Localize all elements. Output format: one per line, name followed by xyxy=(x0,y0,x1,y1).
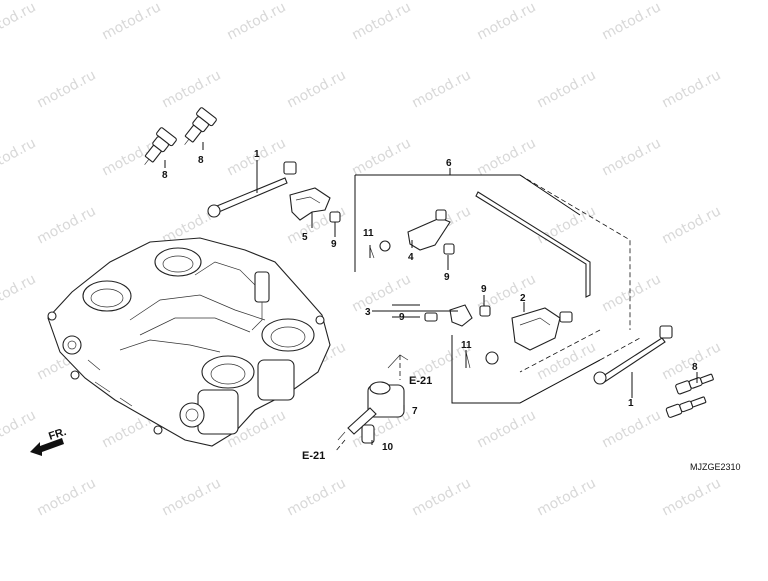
watermark-text: motod.ru xyxy=(659,475,723,519)
callout-1-lower: 1 xyxy=(628,398,634,409)
watermark-text: motod.ru xyxy=(349,271,413,315)
watermark-text: motod.ru xyxy=(0,0,39,44)
watermark-text: motod.ru xyxy=(599,135,663,179)
injector-pair-top xyxy=(144,107,217,168)
callout-4: 4 xyxy=(408,252,414,263)
watermark-text: motod.ru xyxy=(534,67,598,111)
sensor-bracket-2 xyxy=(372,295,573,351)
throttle-body-assembly xyxy=(47,237,331,447)
callout-8-b: 8 xyxy=(198,155,204,166)
watermark-text: motod.ru xyxy=(349,0,413,44)
watermark-text: motod.ru xyxy=(474,135,538,179)
watermark-text: motod.ru xyxy=(534,475,598,519)
callout-9-b: 9 xyxy=(444,272,450,283)
front-direction-indicator: FR. xyxy=(30,426,68,456)
watermark-text: motod.ru xyxy=(534,339,598,383)
watermark-text: motod.ru xyxy=(659,67,723,111)
watermark-text: motod.ru xyxy=(34,475,98,519)
lower-sub-assembly xyxy=(451,335,641,404)
bracket-5 xyxy=(289,187,341,237)
watermark-text: motod.ru xyxy=(159,475,223,519)
bolt-upper xyxy=(207,160,297,218)
callout-labels: 1 1 2 3 4 5 6 7 8 8 8 9 9 9 9 10 11 11 E… xyxy=(162,149,741,472)
reference-e21-upper: E-21 xyxy=(409,375,432,387)
reference-e21-lower: E-21 xyxy=(302,450,325,462)
front-arrow-icon xyxy=(30,438,64,456)
watermark-text: motod.ru xyxy=(349,135,413,179)
callout-6: 6 xyxy=(446,158,452,169)
watermark-text: motod.ru xyxy=(159,67,223,111)
callout-7: 7 xyxy=(412,406,418,417)
pressure-regulator xyxy=(337,354,409,445)
watermark-text: motod.ru xyxy=(474,0,538,44)
watermark-text: motod.ru xyxy=(224,0,288,44)
callout-9-d: 9 xyxy=(399,312,405,323)
fuel-rail-assembly-6 xyxy=(354,168,631,373)
callout-3: 3 xyxy=(365,307,371,318)
watermark-text: motod.ru xyxy=(284,475,348,519)
watermark-text: motod.ru xyxy=(0,407,39,451)
callout-8-a: 8 xyxy=(162,170,168,181)
callout-2: 2 xyxy=(520,293,526,304)
reference-leaders xyxy=(334,355,401,453)
bolt-lower xyxy=(593,325,673,398)
callout-10: 10 xyxy=(382,442,394,453)
direction-label: FR. xyxy=(47,426,68,443)
callout-5: 5 xyxy=(302,232,308,243)
callout-9-c: 9 xyxy=(481,284,487,295)
watermark-text: motod.ru xyxy=(34,203,98,247)
watermark-text: motod.ru xyxy=(409,67,473,111)
watermark-text: motod.ru xyxy=(534,203,598,247)
callout-9-a: 9 xyxy=(331,239,337,250)
watermark-text: motod.ru xyxy=(34,67,98,111)
callout-1-upper: 1 xyxy=(254,149,260,160)
diagram-code: MJZGE2310 xyxy=(690,462,741,472)
watermark-text: motod.ru xyxy=(409,475,473,519)
watermark-text: motod.ru xyxy=(0,271,39,315)
callout-11-lower: 11 xyxy=(461,340,472,351)
watermark-text: motod.ru xyxy=(599,0,663,44)
callout-11-upper: 11 xyxy=(363,228,374,239)
watermark-text: motod.ru xyxy=(284,67,348,111)
watermark-text: motod.ru xyxy=(599,271,663,315)
callout-8-c: 8 xyxy=(692,362,698,373)
watermark-text: motod.ru xyxy=(474,407,538,451)
injector-pair-right xyxy=(665,372,714,418)
watermark-text: motod.ru xyxy=(99,0,163,44)
watermark-text: motod.ru xyxy=(599,407,663,451)
watermark-text: motod.ru xyxy=(0,135,39,179)
watermark-text: motod.ru xyxy=(659,203,723,247)
